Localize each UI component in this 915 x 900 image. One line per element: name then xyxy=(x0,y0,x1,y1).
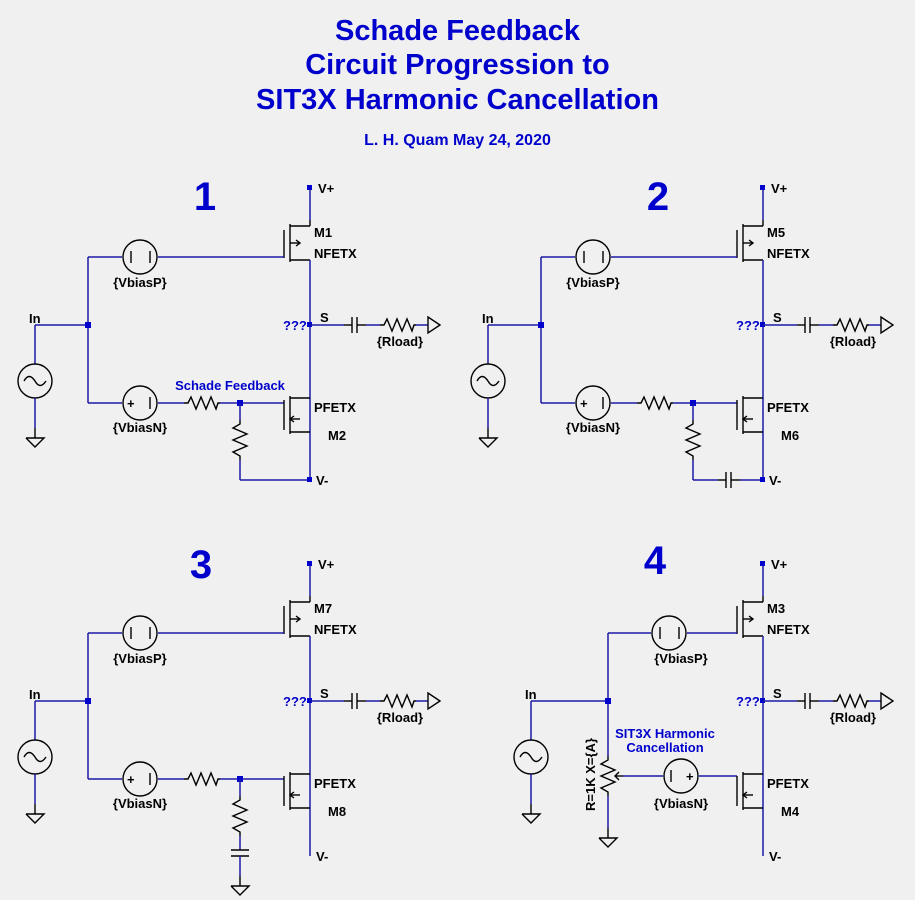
m7-label: M7 xyxy=(314,601,332,616)
m2-label: M2 xyxy=(328,428,346,443)
vbiasn-label: {VbiasN} xyxy=(654,796,708,811)
vminus-label: V- xyxy=(316,849,328,864)
circuit-1: 1 V+ M1 NFETX {VbiasP} In xyxy=(17,175,441,488)
vbiasp-label: {VbiasP} xyxy=(113,275,166,290)
vplus-label: V+ xyxy=(318,557,335,572)
vbiasn-label: {VbiasN} xyxy=(113,420,167,435)
vplus-label: V+ xyxy=(771,557,788,572)
nfet-label: NFETX xyxy=(314,246,357,261)
pfet-label: PFETX xyxy=(314,776,356,791)
title-line-2: Circuit Progression to xyxy=(305,49,610,81)
circuit-4: 4 V+ M3 NFETX {VbiasP} In xyxy=(513,539,894,864)
circuit-number: 3 xyxy=(190,543,212,587)
title-line-1: Schade Feedback xyxy=(335,15,580,47)
nfet-label: NFETX xyxy=(767,622,810,637)
in-label: In xyxy=(482,311,494,326)
pfet-label: PFETX xyxy=(767,400,809,415)
sit3x-label-1: SIT3X Harmonic xyxy=(615,726,715,741)
vbiasn-label: {VbiasN} xyxy=(566,420,620,435)
circuit-3: 3 V+ M7 NFETX {VbiasP} In ??? S xyxy=(17,543,441,896)
rload-label: {Rload} xyxy=(830,710,876,725)
nfet-label: NFETX xyxy=(767,246,810,261)
pfet-label: PFETX xyxy=(767,776,809,791)
plus-sign: + xyxy=(127,772,135,787)
in-label: In xyxy=(29,311,41,326)
m5-label: M5 xyxy=(767,225,785,240)
m3-label: M3 xyxy=(767,601,785,616)
unknown-label: ??? xyxy=(736,694,760,709)
vminus-label: V- xyxy=(769,849,781,864)
plus-sign: + xyxy=(686,769,694,784)
rload-label: {Rload} xyxy=(377,710,423,725)
circuit-number: 2 xyxy=(647,175,669,219)
plus-sign: + xyxy=(580,396,588,411)
plus-sign: + xyxy=(127,396,135,411)
schade-feedback-label: Schade Feedback xyxy=(175,378,286,393)
pot-label: R=1K X={A} xyxy=(583,738,598,811)
vbiasp-label: {VbiasP} xyxy=(654,651,707,666)
s-label: S xyxy=(773,310,782,325)
author-date: L. H. Quam May 24, 2020 xyxy=(364,132,551,149)
in-label: In xyxy=(525,687,537,702)
s-label: S xyxy=(773,686,782,701)
unknown-label: ??? xyxy=(283,318,307,333)
s-label: S xyxy=(320,686,329,701)
vplus-label: V+ xyxy=(771,181,788,196)
vbiasp-label: {VbiasP} xyxy=(566,275,619,290)
circuit-number: 4 xyxy=(644,539,667,583)
m8-label: M8 xyxy=(328,804,346,819)
vminus-label: V- xyxy=(769,473,781,488)
pfet-label: PFETX xyxy=(314,400,356,415)
m6-label: M6 xyxy=(781,428,799,443)
m1-label: M1 xyxy=(314,225,332,240)
vminus-label: V- xyxy=(316,473,328,488)
unknown-label: ??? xyxy=(283,694,307,709)
nfet-label: NFETX xyxy=(314,622,357,637)
unknown-label: ??? xyxy=(736,318,760,333)
rload-label: {Rload} xyxy=(377,334,423,349)
circuit-2: 2 V+ M5 NFETX {VbiasP} In ??? S xyxy=(470,175,894,489)
title-line-3: SIT3X Harmonic Cancellation xyxy=(256,84,659,116)
m4-label: M4 xyxy=(781,804,800,819)
in-label: In xyxy=(29,687,41,702)
vplus-label: V+ xyxy=(318,181,335,196)
s-label: S xyxy=(320,310,329,325)
vbiasp-label: {VbiasP} xyxy=(113,651,166,666)
rload-label: {Rload} xyxy=(830,334,876,349)
vbiasn-label: {VbiasN} xyxy=(113,796,167,811)
sit3x-label-2: Cancellation xyxy=(626,740,703,755)
circuit-number: 1 xyxy=(194,175,216,219)
